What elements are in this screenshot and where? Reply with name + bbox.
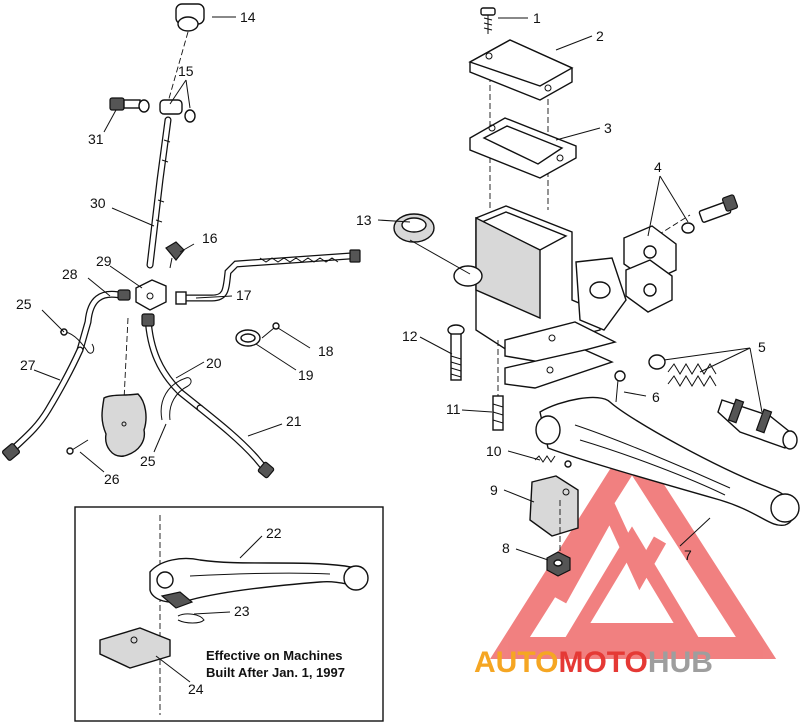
callout-3: 3 bbox=[604, 120, 612, 136]
callout-25-upper: 25 bbox=[16, 296, 32, 312]
screw-part-1 bbox=[480, 7, 496, 34]
washers-part-15 bbox=[138, 99, 196, 123]
mounting-plate bbox=[101, 317, 147, 457]
inset-spacer-part-23 bbox=[160, 591, 205, 624]
junction-block-part-29 bbox=[135, 279, 167, 311]
callout-29: 29 bbox=[96, 253, 112, 269]
brake-line-part-17 bbox=[175, 249, 361, 305]
callout-30: 30 bbox=[90, 195, 106, 211]
brake-hose-part-27 bbox=[1, 346, 84, 461]
screw-part-18 bbox=[261, 322, 280, 339]
watermark-part-2: MOTO bbox=[558, 646, 647, 679]
nut-part-8 bbox=[546, 500, 571, 577]
inset-lever-part-22 bbox=[149, 557, 369, 604]
inset-note-line-1: Effective on Machines bbox=[206, 648, 343, 663]
callout-labels: 1 2 3 4 5 6 7 8 9 10 11 12 13 14 15 16 1… bbox=[16, 9, 766, 697]
callout-22: 22 bbox=[266, 525, 282, 541]
bolt-part-12 bbox=[447, 324, 465, 381]
brake-hose-part-21 bbox=[196, 404, 275, 479]
inset-block-part-24 bbox=[99, 627, 171, 669]
callout-9: 9 bbox=[490, 482, 498, 498]
callout-28: 28 bbox=[62, 266, 78, 282]
callout-13: 13 bbox=[356, 212, 372, 228]
watermark-part-1: AUTO bbox=[474, 646, 558, 679]
screw-part-26 bbox=[66, 439, 89, 455]
inset-note-line-2: Built After Jan. 1, 1997 bbox=[206, 665, 345, 680]
callout-21: 21 bbox=[286, 413, 302, 429]
brake-line-part-30 bbox=[146, 116, 172, 269]
callout-14: 14 bbox=[240, 9, 256, 25]
callout-18: 18 bbox=[318, 343, 334, 359]
boot-part-13 bbox=[393, 213, 435, 243]
callout-27: 27 bbox=[20, 357, 36, 373]
callout-20: 20 bbox=[206, 355, 222, 371]
fitting-part-16 bbox=[165, 241, 185, 269]
master-cylinder-body bbox=[453, 205, 627, 389]
brake-hose-part-20 bbox=[141, 313, 204, 412]
svg-text:AUTOMOTOHUB: AUTOMOTOHUB bbox=[474, 646, 713, 679]
reservoir-cover-part-2 bbox=[468, 39, 574, 101]
piston-assembly-part-5 bbox=[648, 354, 798, 450]
callout-11: 11 bbox=[446, 401, 461, 417]
clamp-part-19 bbox=[235, 329, 261, 347]
callout-25-lower: 25 bbox=[140, 453, 156, 469]
banjo-bolt-part-31 bbox=[109, 97, 141, 111]
set-screw-part-10 bbox=[534, 455, 572, 468]
gasket-part-3 bbox=[469, 117, 577, 179]
callout-26: 26 bbox=[104, 471, 120, 487]
callout-8: 8 bbox=[502, 540, 510, 556]
callout-16: 16 bbox=[202, 230, 218, 246]
callout-12: 12 bbox=[402, 328, 418, 344]
watermark-part-3: HUB bbox=[648, 646, 713, 679]
callout-4: 4 bbox=[654, 159, 662, 175]
watermark-text: AUTOMOTOHUB bbox=[474, 646, 713, 679]
callout-6: 6 bbox=[652, 389, 660, 405]
callout-5: 5 bbox=[758, 339, 766, 355]
fitting-part-14 bbox=[167, 3, 205, 103]
callout-7: 7 bbox=[684, 547, 692, 563]
inset-box: Effective on Machines Built After Jan. 1… bbox=[74, 506, 384, 722]
callout-19: 19 bbox=[298, 367, 314, 383]
watermark-logo-mark bbox=[490, 434, 777, 659]
callout-24: 24 bbox=[188, 681, 204, 697]
brake-hose-part-28 bbox=[76, 289, 131, 354]
callout-2: 2 bbox=[596, 28, 604, 44]
brake-lever-part-7 bbox=[535, 396, 800, 527]
leader-lines bbox=[33, 16, 763, 683]
pin-part-6 bbox=[614, 370, 626, 403]
callout-10: 10 bbox=[486, 443, 502, 459]
block-part-9 bbox=[529, 475, 579, 537]
callout-17: 17 bbox=[236, 287, 252, 303]
callout-31: 31 bbox=[88, 131, 104, 147]
callout-23: 23 bbox=[234, 603, 250, 619]
clip-part-25-lower bbox=[160, 377, 192, 421]
bolt-part-11 bbox=[492, 340, 504, 431]
clamp-part-4 bbox=[623, 194, 739, 313]
callout-15: 15 bbox=[178, 63, 194, 79]
callout-1: 1 bbox=[533, 10, 541, 26]
